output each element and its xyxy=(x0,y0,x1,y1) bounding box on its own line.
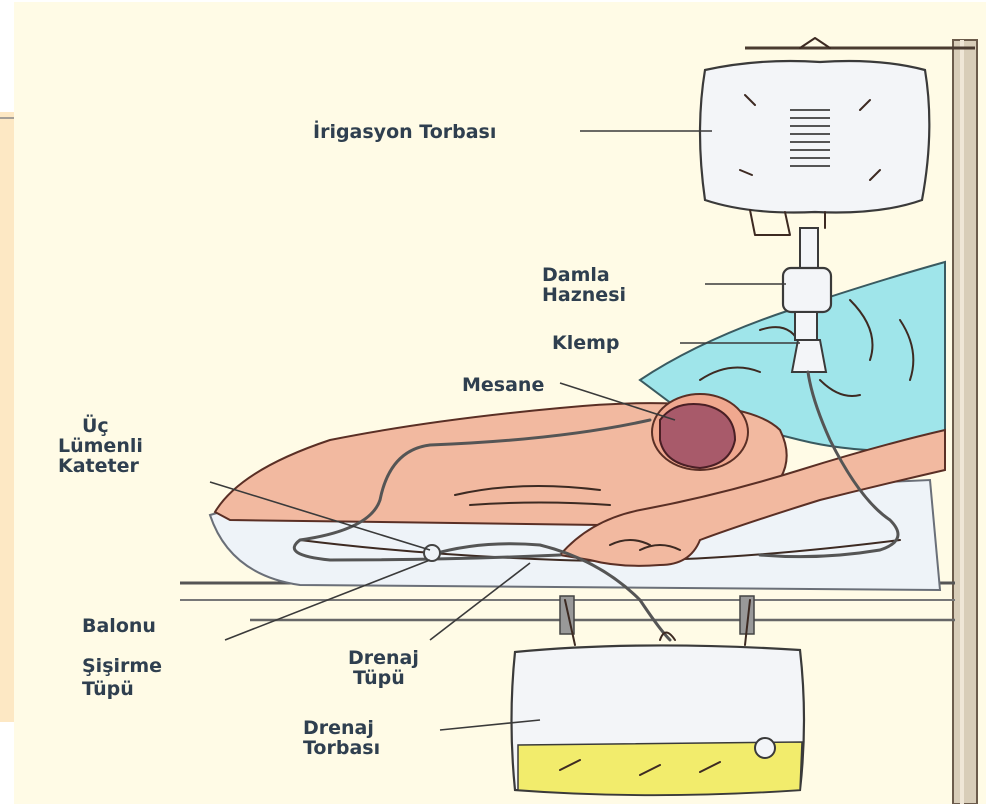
bladder xyxy=(660,404,735,468)
label-balloon-line2: Şişirme xyxy=(82,655,162,677)
label-drip-chamber-line1: Damla xyxy=(542,264,610,286)
label-irrigation-bag: İrigasyon Torbası xyxy=(313,119,496,143)
label-catheter-line1: Üç xyxy=(82,413,109,437)
label-drain-tube-line2: Tüpü xyxy=(353,667,405,689)
clamp xyxy=(792,340,826,372)
label-drain-bag-line1: Drenaj xyxy=(303,717,374,739)
label-catheter-line2: Lümenli xyxy=(58,435,143,457)
label-bladder: Mesane xyxy=(462,374,544,396)
label-drain-bag-line2: Torbası xyxy=(303,737,380,759)
label-drip-chamber-line2: Haznesi xyxy=(542,284,626,306)
balloon-port xyxy=(424,545,440,561)
label-catheter-line3: Kateter xyxy=(58,455,139,477)
label-balloon-line3: Tüpü xyxy=(82,678,134,700)
left-edge-strip xyxy=(0,112,14,722)
label-drain-tube-line1: Drenaj xyxy=(348,647,419,669)
label-clamp: Klemp xyxy=(552,332,620,354)
label-balloon-line1: Balonu xyxy=(82,615,156,637)
